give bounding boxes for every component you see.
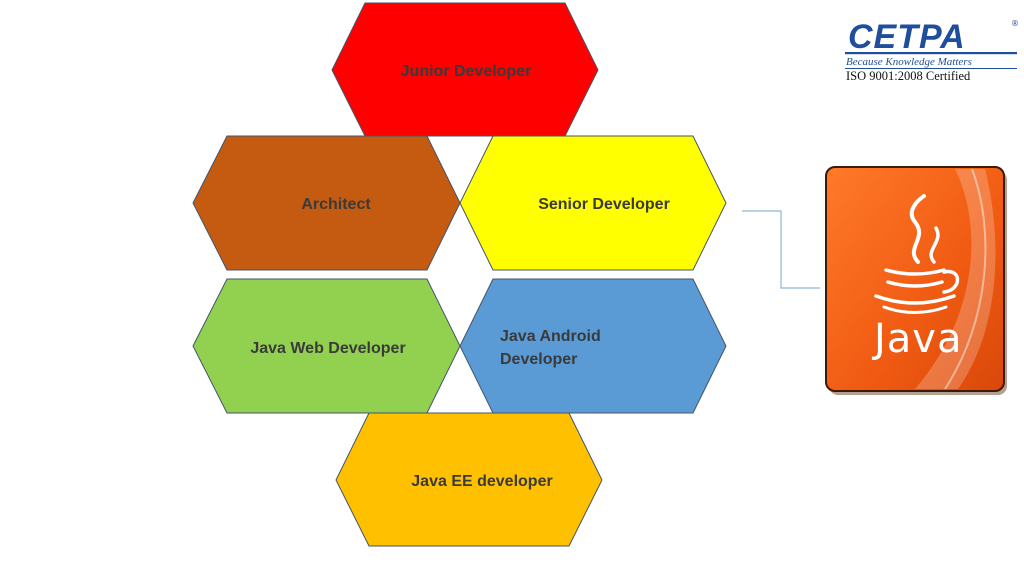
java-cup-mid (886, 280, 944, 288)
logo-registered-mark: ® (1011, 19, 1019, 28)
hex-label-ee: Java EE developer (411, 473, 552, 490)
hex-label-line: Java EE developer (411, 473, 552, 490)
java-icon-swoosh-highlight (944, 168, 987, 390)
hex-label-line: Developer (500, 351, 577, 368)
cetpa-logo: CETPA ® Because Knowledge Matters ISO 90… (845, 18, 1019, 83)
hex-node-junior: Junior Developer (331, 2, 599, 137)
hex-label-line: Architect (301, 196, 371, 213)
hex-label-line: Java Android (500, 328, 601, 345)
hex-node-senior: Senior Developer (459, 135, 727, 271)
logo-underline (845, 52, 1017, 55)
java-cup-saucer (874, 294, 956, 305)
java-icon-swoosh (915, 169, 996, 389)
hex-node-architect: Architect (192, 135, 461, 271)
hex-label-line: Junior Developer (401, 63, 532, 80)
hex-label-web: Java Web Developer (250, 340, 405, 357)
java-logo-icon: Java (825, 166, 1007, 395)
hex-label-line: Senior Developer (538, 196, 670, 213)
java-cup-base (882, 305, 948, 314)
hex-shape-android (459, 278, 727, 414)
java-cup-top (884, 268, 946, 276)
java-steam-right (929, 226, 940, 264)
java-steam-left (909, 194, 926, 264)
hex-label-line: Java Web Developer (250, 340, 405, 357)
java-icon-bg (825, 166, 1005, 392)
logo-brand: CETPA (848, 18, 966, 56)
hex-shape-senior (459, 135, 727, 271)
java-cup-handle (942, 269, 960, 294)
logo-certification: ISO 9001:2008 Certified (846, 69, 971, 83)
hex-node-ee: Java EE developer (335, 412, 603, 547)
hex-shape-ee (335, 412, 603, 547)
java-icon-word: Java (871, 316, 963, 362)
hex-node-web: Java Web Developer (192, 278, 461, 414)
hex-label-senior: Senior Developer (538, 196, 670, 213)
hex-label-junior: Junior Developer (401, 63, 532, 80)
hex-label-architect: Architect (301, 196, 371, 213)
logo-tagline: Because Knowledge Matters (846, 56, 972, 68)
connector-line (742, 210, 820, 289)
hex-shape-architect (192, 135, 461, 271)
logo-divider (845, 68, 1017, 69)
